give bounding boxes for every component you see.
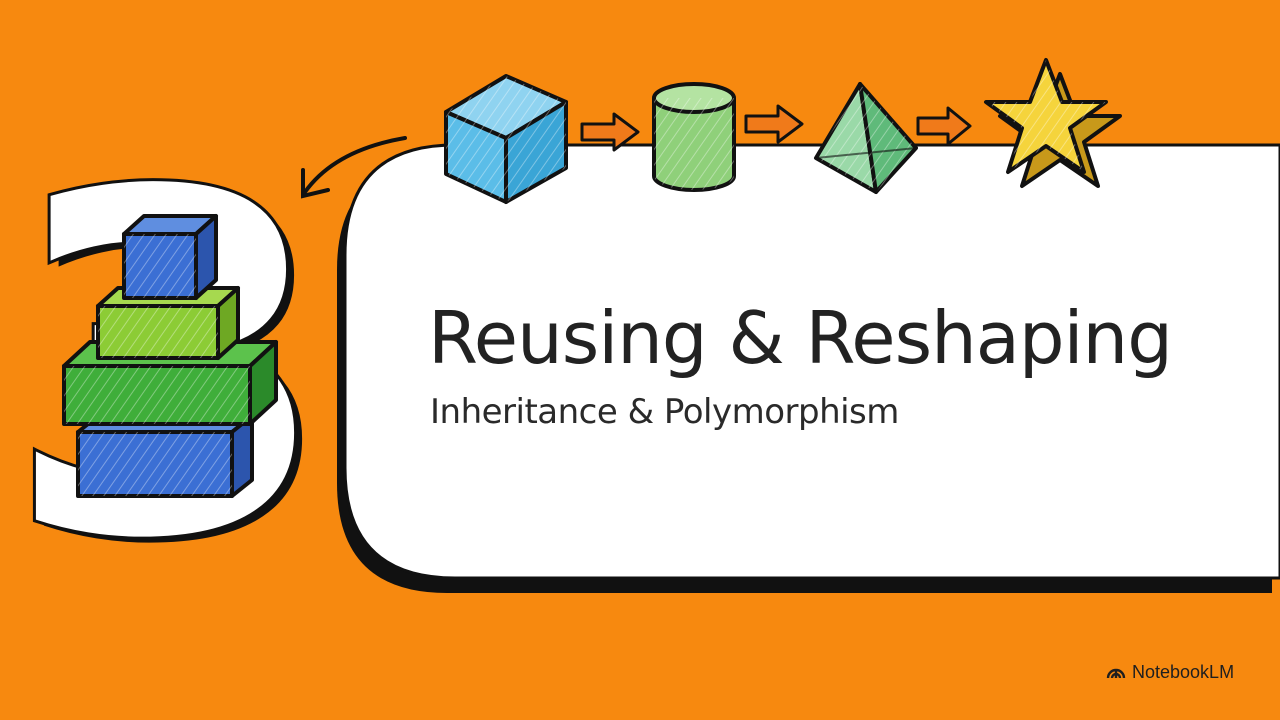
- cube-icon: [444, 74, 568, 204]
- cylinder-icon: [652, 82, 736, 192]
- title-card: [337, 143, 1280, 593]
- arrow-right-icon: [916, 106, 972, 146]
- slide-subtitle: Inheritance & Polymorphism: [430, 392, 899, 432]
- curved-arrow-icon: [301, 136, 407, 199]
- stacked-blocks-icon: [62, 214, 278, 498]
- notebooklm-logo-icon: [1106, 668, 1126, 679]
- arrow-right-icon: [580, 112, 640, 152]
- pyramid-icon: [814, 82, 918, 194]
- brand-name: NotebookLM: [1132, 661, 1235, 682]
- slide-title: Reusing & Reshaping: [428, 296, 1173, 380]
- brand-watermark: NotebookLM: [1106, 658, 1234, 686]
- star-icon: [984, 58, 1122, 188]
- arrow-right-icon: [744, 104, 804, 144]
